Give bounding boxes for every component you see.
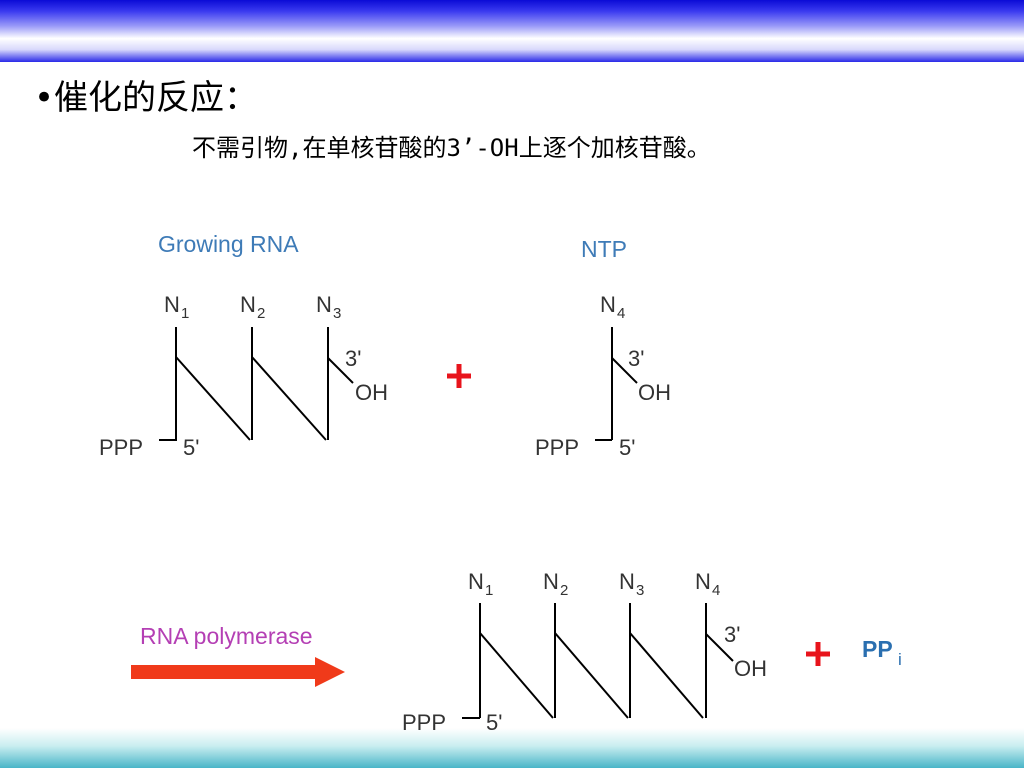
product-bond-2 (554, 632, 629, 719)
ppi-subscript: i (898, 650, 902, 669)
slide-subtitle: 不需引物,在单核苷酸的3’-OH上逐个加核苷酸。 (192, 134, 711, 162)
nucleotide-n2-base: N (240, 292, 256, 317)
growing-rna-label: Growing RNA (158, 231, 299, 257)
arrow-head (315, 657, 345, 687)
product-5prime-label: 5' (486, 710, 502, 735)
product-n2-base: N (543, 569, 559, 594)
product-n1-index: 1 (485, 582, 493, 599)
rna-oh-label: OH (355, 380, 388, 405)
ntp-5prime-label: 5' (619, 435, 635, 460)
header-gradient-band (0, 0, 1024, 62)
plus-sign-reactants (447, 364, 471, 388)
rna-3prime-label: 3' (345, 346, 361, 371)
footer-gradient-band (0, 728, 1024, 768)
ntp-n4-base: N (600, 292, 616, 317)
product-ppp-label: PPP (402, 710, 446, 735)
pyrophosphate: PP i (862, 636, 902, 669)
ntp-3prime-label: 3' (628, 346, 644, 371)
plus-sign-products (806, 642, 830, 666)
product-3prime-oh-bond (705, 633, 734, 662)
ntp: NTP N 4 3' OH PPP 5' (535, 236, 671, 460)
product-bond-1 (479, 632, 554, 719)
nucleotide-n1-index: 1 (181, 305, 189, 322)
slide-title: •催化的反应： (34, 78, 259, 118)
ntp-label: NTP (581, 236, 627, 262)
rna-ppp-label: PPP (99, 435, 143, 460)
ppi-base: PP (862, 636, 893, 662)
nucleotide-n3-base: N (316, 292, 332, 317)
nucleotide-n3-index: 3 (333, 305, 341, 322)
rna-bond-2 (251, 356, 327, 441)
enzyme-label: RNA polymerase (140, 623, 313, 649)
product-oh-label: OH (734, 656, 767, 681)
product-n4-base: N (695, 569, 711, 594)
nucleotide-n1-base: N (164, 292, 180, 317)
product-3prime-label: 3' (724, 622, 740, 647)
growing-rna-backbone (159, 327, 177, 441)
rna-bond-1 (175, 356, 251, 441)
product-n1-base: N (468, 569, 484, 594)
product-bond-3 (629, 632, 704, 719)
product-n3-index: 3 (636, 582, 644, 599)
nucleotide-n2-index: 2 (257, 305, 265, 322)
growing-rna: Growing RNA N 1 N 2 N 3 3' OH PPP 5' (99, 231, 388, 460)
rna-5prime-label: 5' (183, 435, 199, 460)
arrow-shaft (131, 665, 319, 679)
ntp-ppp-label: PPP (535, 435, 579, 460)
ntp-3prime-oh-bond (611, 357, 638, 384)
product-rna: N 1 N 2 N 3 N 4 3' OH PPP 5' (402, 569, 767, 735)
product-n4-index: 4 (712, 582, 720, 599)
rna-polymerase-arrow: RNA polymerase (131, 623, 345, 687)
ntp-n4-index: 4 (617, 305, 625, 322)
rna-3prime-oh-bond (327, 357, 354, 384)
product-n3-base: N (619, 569, 635, 594)
ntp-oh-label: OH (638, 380, 671, 405)
product-n2-index: 2 (560, 582, 568, 599)
